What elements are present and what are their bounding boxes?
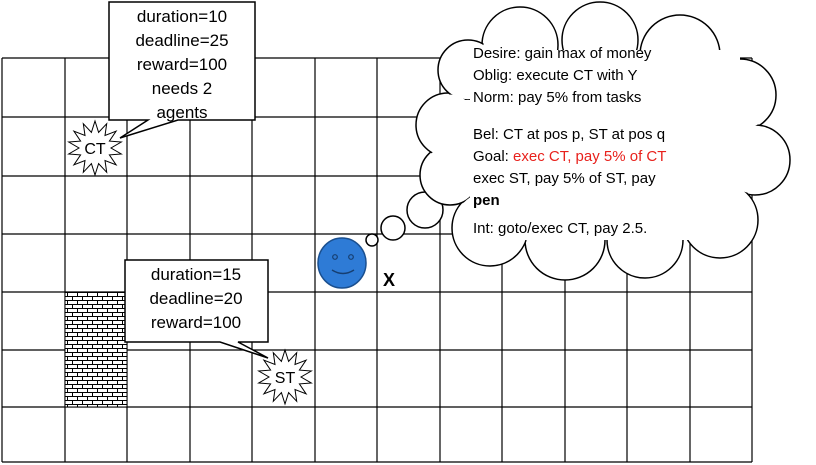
ct-task-star: CT — [67, 119, 123, 177]
st-task-star: ST — [257, 348, 313, 406]
ct-line-4: needs 2 — [152, 79, 213, 98]
goal-prefix: Goal: — [473, 148, 513, 165]
ct-line-2: deadline=25 — [135, 31, 228, 50]
st-line-3: reward=100 — [151, 313, 241, 332]
thought-text: Desire: gain max of money Oblig: execute… — [473, 45, 666, 237]
ct-callout: duration=10 deadline=25 reward=100 needs… — [108, 1, 256, 139]
agent-label: X — [383, 270, 395, 290]
goal-text-1: exec CT, pay 5% of CT — [513, 148, 666, 165]
st-line-2: deadline=20 — [149, 289, 242, 308]
thought-cloud-fill — [417, 3, 789, 279]
agent-smiley — [317, 237, 367, 289]
thought-int: Int: goto/exec CT, pay 2.5. — [473, 220, 647, 237]
ct-line-5: agents — [156, 103, 207, 122]
thought-desire: Desire: gain max of money — [473, 45, 652, 62]
ct-line-1: duration=10 — [137, 7, 227, 26]
thought-goal-line-3: pen — [473, 192, 500, 209]
st-callout: duration=15 deadline=20 reward=100 — [124, 259, 269, 359]
st-line-1: duration=15 — [151, 265, 241, 284]
brick-wall — [64, 291, 128, 408]
thought-goal-line-1: Goal: exec CT, pay 5% of CT — [473, 148, 666, 165]
thought-goal-line-2: exec ST, pay 5% of ST, pay — [473, 170, 656, 187]
thought-oblig: Oblig: execute CT with Y — [473, 67, 638, 84]
ct-line-3: reward=100 — [137, 55, 227, 74]
thought-norm: Norm: pay 5% from tasks — [473, 89, 641, 106]
thought-bel: Bel: CT at pos p, ST at pos q — [473, 126, 665, 143]
st-star-label: ST — [275, 370, 296, 387]
ct-star-label: CT — [84, 141, 106, 158]
